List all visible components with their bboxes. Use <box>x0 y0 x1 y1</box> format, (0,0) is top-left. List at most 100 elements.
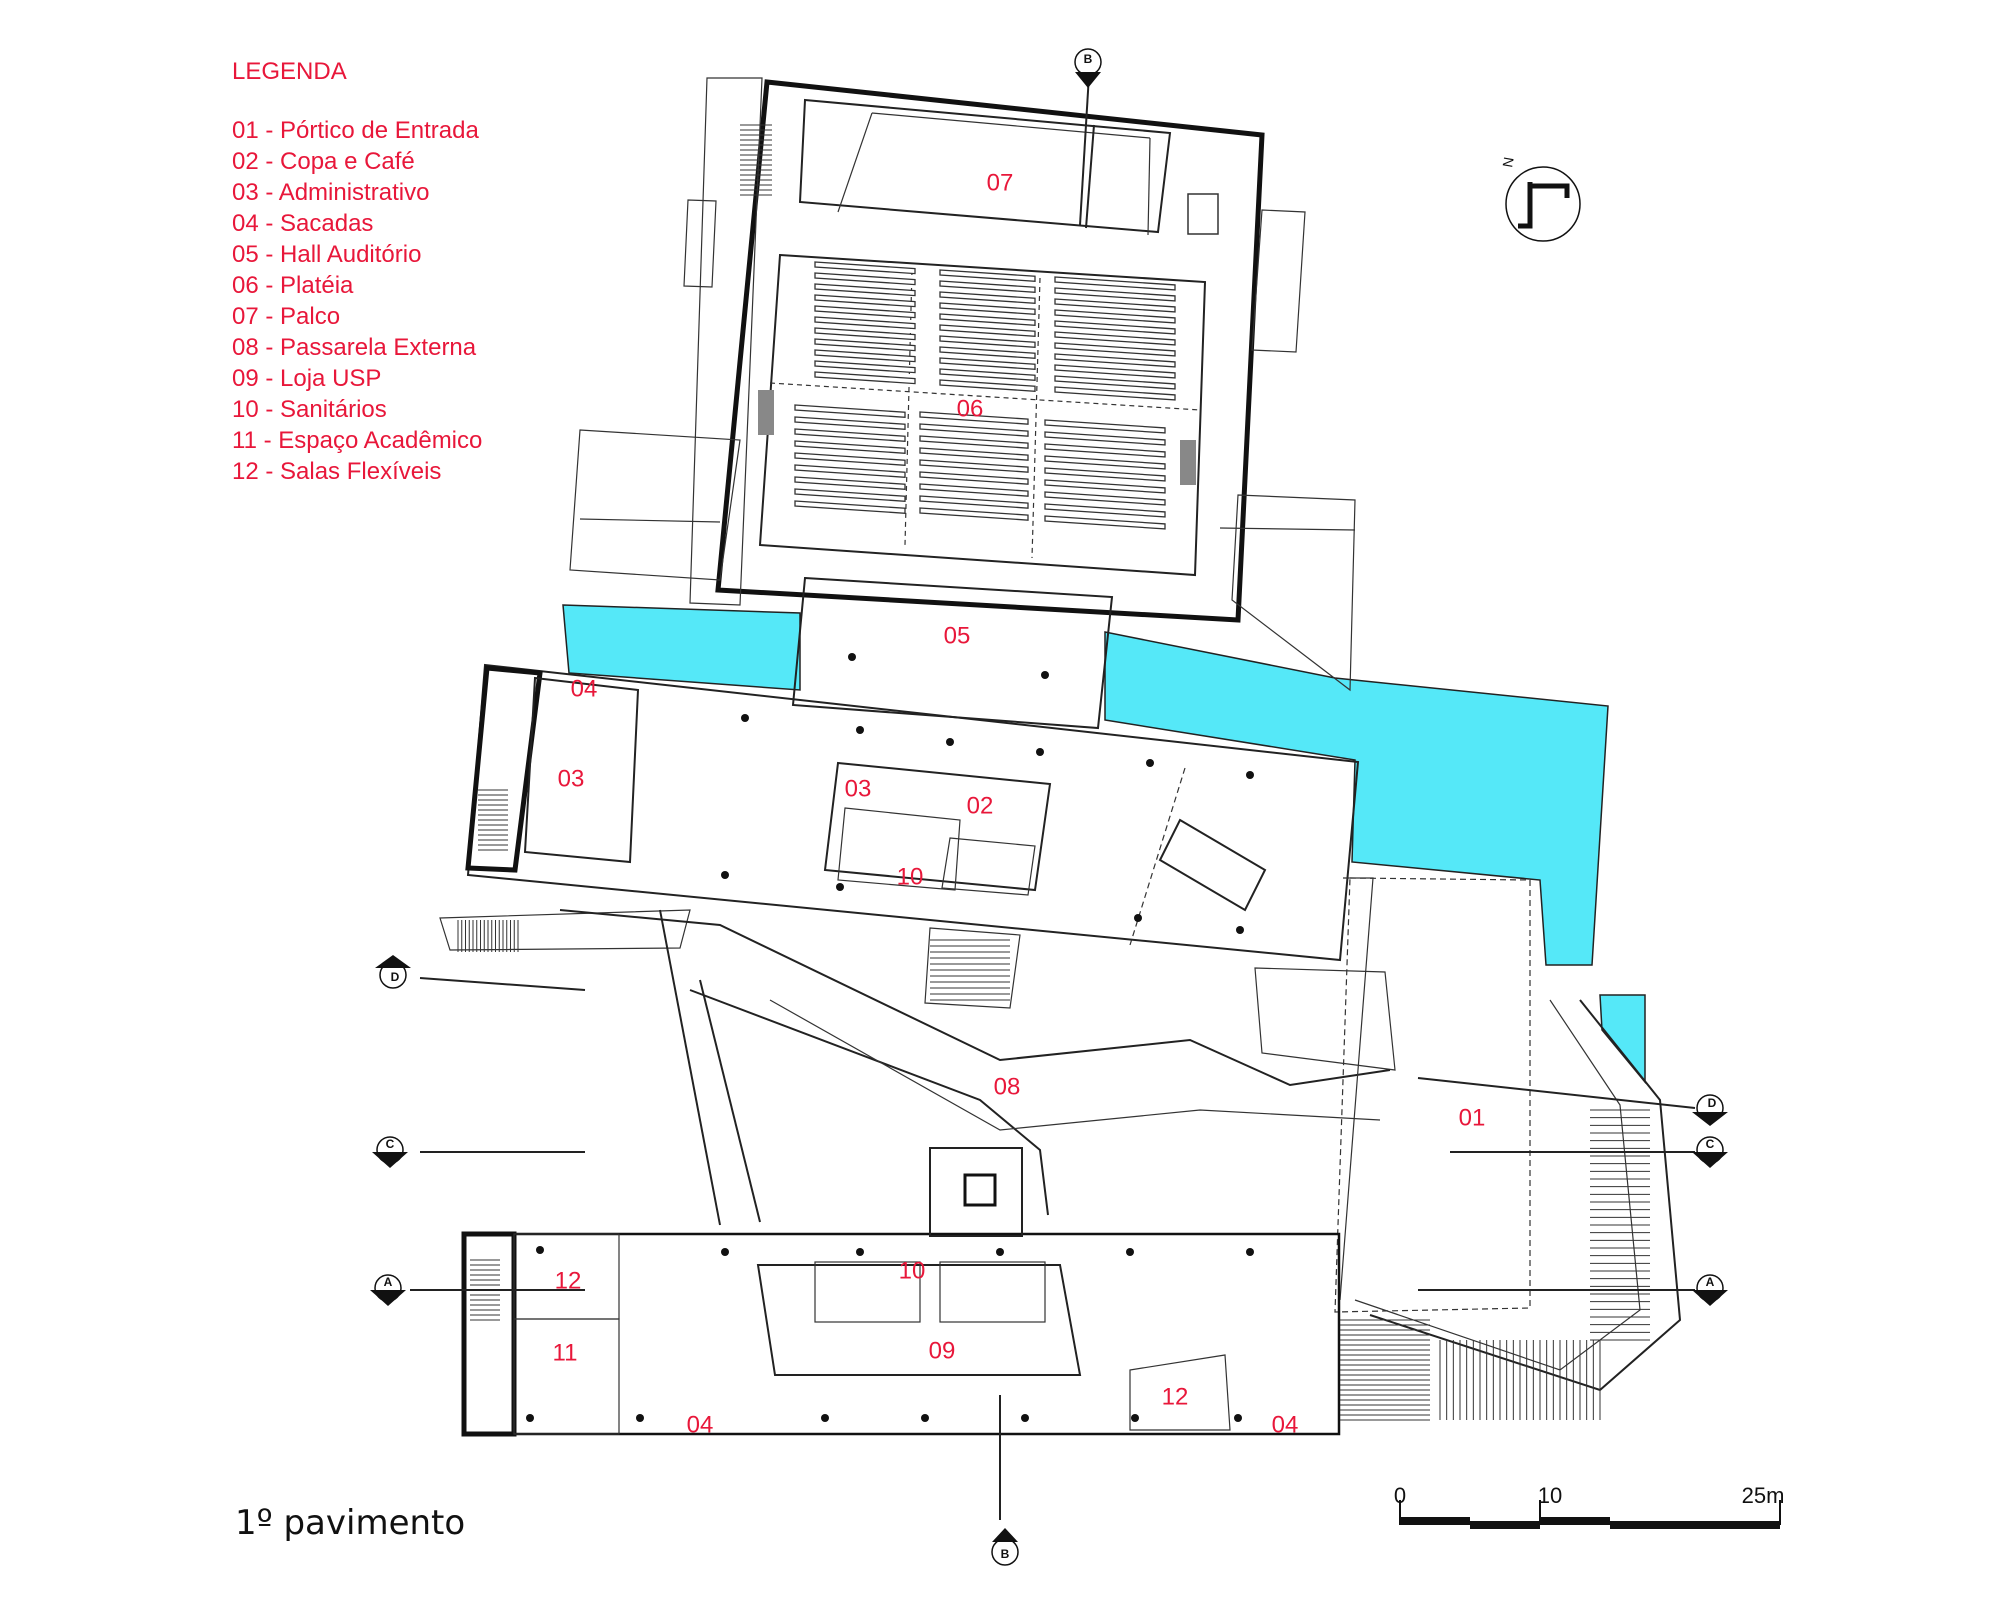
seat-row <box>1044 491 1166 506</box>
room-label-loja: 09 <box>929 1337 956 1364</box>
room-label-sacada-top: 04 <box>571 675 598 702</box>
svg-text:B: B <box>1001 1547 1010 1561</box>
room-label-sanitarios-bottom: 10 <box>899 1257 926 1284</box>
legend: LEGENDA 01 - Pórtico de Entrada 02 - Cop… <box>232 56 482 487</box>
legend-item: 06 - Platéia <box>232 272 354 299</box>
seat-row <box>919 507 1029 521</box>
seat-row <box>814 261 916 275</box>
legend-item: 05 - Hall Auditório <box>232 241 422 268</box>
auditorium-seats <box>794 261 1176 530</box>
seat-row <box>1054 276 1176 291</box>
seat-row <box>939 313 1036 326</box>
svg-text:B: B <box>1084 52 1093 66</box>
legend-item: 12 - Salas Flexíveis <box>232 458 442 485</box>
seat-row <box>919 495 1029 509</box>
seat-row <box>1054 298 1176 313</box>
seat-row <box>1054 342 1176 357</box>
scale-zero: 0 <box>1394 1483 1406 1508</box>
passarela-externa <box>559 909 1391 1226</box>
seat-row <box>814 327 916 341</box>
legend-item: 02 - Copa e Café <box>232 148 415 175</box>
seat-row <box>814 338 916 352</box>
seat-row <box>939 368 1036 381</box>
room-label-admin-center: 03 <box>845 775 872 802</box>
seat-row <box>794 464 906 478</box>
seat-row <box>919 459 1029 473</box>
stair-block <box>1180 440 1196 485</box>
svg-text:D: D <box>391 970 400 984</box>
seat-row <box>1054 320 1176 335</box>
section-marker-a-left: A <box>370 1274 406 1306</box>
water-areas <box>562 604 1646 1085</box>
room-label-espaco: 11 <box>553 1339 578 1366</box>
seat-row <box>814 305 916 319</box>
seat-row <box>919 411 1029 425</box>
seat-row <box>1044 419 1166 434</box>
legend-item: 08 - Passarela Externa <box>232 334 477 361</box>
seat-row <box>939 269 1036 282</box>
seat-row <box>939 346 1036 359</box>
seat-row <box>814 316 916 330</box>
legend-item: 11 - Espaço Acadêmico <box>232 427 483 454</box>
scale-end: 25m <box>1742 1483 1785 1508</box>
seat-row <box>794 476 906 490</box>
seat-row <box>794 452 906 466</box>
seat-row <box>1044 503 1166 518</box>
restroom-block <box>1187 193 1219 235</box>
room-label-sanitarios-top: 10 <box>897 863 924 890</box>
room-label-sacada-bottom-left: 04 <box>687 1411 714 1438</box>
legend-item: 09 - Loja USP <box>232 365 382 392</box>
legend-item: 04 - Sacadas <box>232 210 374 237</box>
svg-text:A: A <box>384 1275 393 1289</box>
seat-row <box>1044 431 1166 446</box>
seat-row <box>814 349 916 363</box>
scale-bar: 0 10 25m <box>1394 1483 1785 1529</box>
seat-row <box>1054 386 1176 401</box>
room-label-hall: 05 <box>944 622 971 649</box>
section-marker-b-top: B <box>1074 48 1102 88</box>
seat-row <box>1054 287 1176 302</box>
room-label-copa: 02 <box>967 792 994 819</box>
svg-text:A: A <box>1706 1275 1715 1289</box>
scale-mid: 10 <box>1538 1483 1562 1508</box>
seat-row <box>814 371 916 385</box>
seat-row <box>919 483 1029 497</box>
room-label-sacada-bottom-right: 04 <box>1272 1411 1299 1438</box>
section-marker-a-right: A <box>1692 1274 1728 1306</box>
plan-title: 1º pavimento <box>235 1503 466 1543</box>
seat-row <box>939 379 1036 392</box>
section-marker-d-right: D <box>1692 1094 1728 1126</box>
seat-row <box>814 294 916 308</box>
seat-row <box>939 357 1036 370</box>
room-label-salas-right: 12 <box>1162 1383 1189 1410</box>
room-label-passarela: 08 <box>994 1073 1021 1100</box>
seat-row <box>919 471 1029 485</box>
section-marker-b-bottom: B <box>991 1528 1019 1566</box>
seat-row <box>1044 467 1166 482</box>
room-label-plateia: 06 <box>957 395 984 422</box>
section-marker-c-right: C <box>1692 1136 1728 1168</box>
middle-bar <box>439 663 1396 1071</box>
seat-row <box>814 360 916 374</box>
room-labels: 07 06 05 04 03 03 02 10 08 01 10 12 11 0… <box>553 169 1486 1438</box>
seat-row <box>794 488 906 502</box>
seat-row <box>939 335 1036 348</box>
seat-row <box>1054 331 1176 346</box>
seat-row <box>1044 515 1166 530</box>
room-label-admin-left: 03 <box>558 765 585 792</box>
seat-row <box>814 283 916 297</box>
legend-title: LEGENDA <box>232 58 347 85</box>
legend-item: 03 - Administrativo <box>232 179 430 206</box>
seat-row <box>794 416 906 430</box>
seat-row <box>1054 375 1176 390</box>
seat-row <box>1044 479 1166 494</box>
seat-row <box>919 435 1029 449</box>
bottom-bar <box>461 1147 1341 1520</box>
legend-item: 01 - Pórtico de Entrada <box>232 117 479 144</box>
seat-row <box>1044 443 1166 458</box>
stair-block <box>758 390 774 435</box>
svg-text:C: C <box>386 1137 395 1151</box>
north-label: N <box>1499 156 1517 169</box>
seat-row <box>939 280 1036 293</box>
seat-row <box>794 440 906 454</box>
